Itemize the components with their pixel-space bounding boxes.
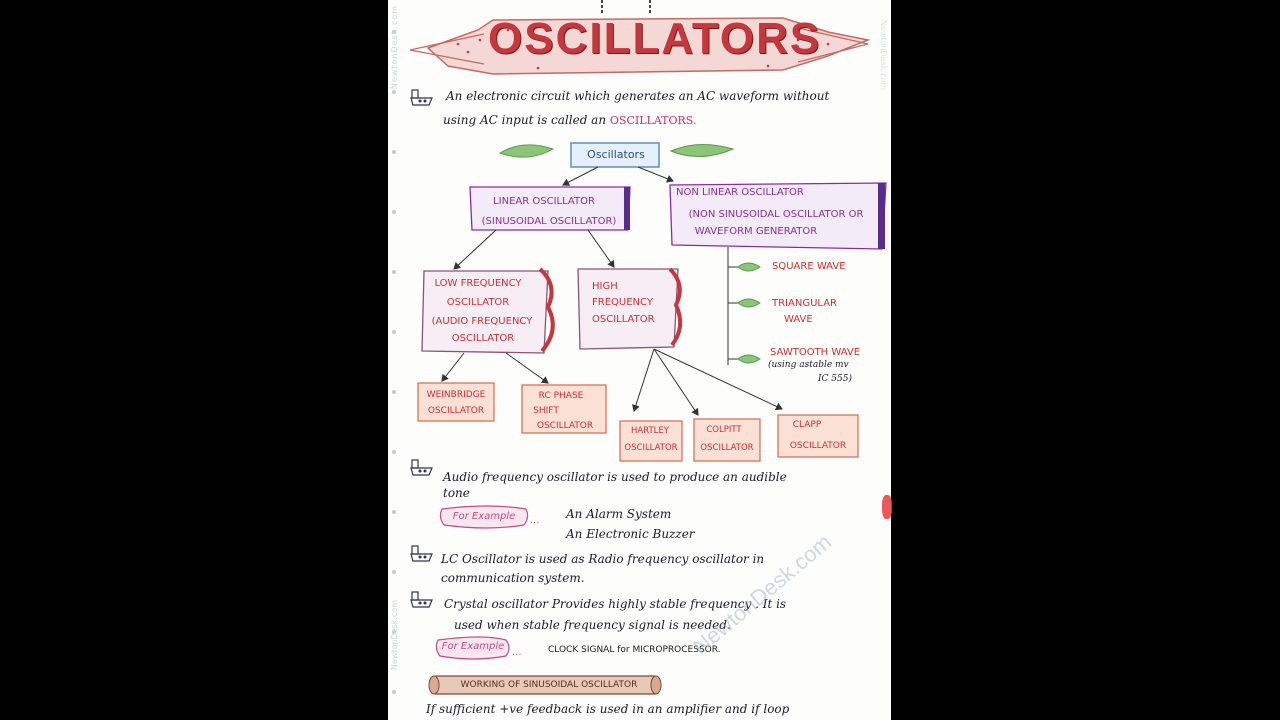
weinbridge-label-2: OSCILLATOR (427, 406, 485, 416)
linear-oscillator-sub: (SINUSOIDAL OSCILLATOR) (481, 216, 617, 227)
colpitt-label-2: OSCILLATOR (700, 443, 754, 453)
square-wave-label: SQUARE WAVE (772, 261, 846, 272)
rc-phase-label-1: RC PHASE (538, 391, 584, 401)
hartley-label-1: HARTLEY (631, 426, 669, 436)
binding-hole (392, 630, 396, 634)
intro-line-2-text: using AC input is called an (443, 113, 607, 127)
note-3-line-1: Crystal oscillator Provides highly stabl… (444, 597, 787, 611)
note-3-line-2: used when stable frequency signal is nee… (454, 618, 731, 632)
ship-icon (410, 459, 433, 476)
binding-hole (392, 450, 396, 454)
title-banner (409, 0, 871, 75)
side-watermark-right: NewtonDesk.com (879, 20, 888, 91)
binding-hole (392, 510, 396, 514)
nonlinear-oscillator-label: NON LINEAR OSCILLATOR (676, 187, 804, 198)
note-1-line-1: Audio frequency oscillator is used to pr… (443, 470, 787, 484)
ship-icon (410, 591, 433, 608)
binding-hole (392, 210, 396, 214)
hartley-label-2: OSCILLATOR (624, 443, 678, 453)
notes-page: NewtonDesk.com NewtonDesk.com NewtonDesk… (388, 0, 891, 720)
example-2-text: CLOCK SIGNAL for MICROPROCESSOR. (548, 645, 721, 655)
binding-hole (392, 30, 396, 34)
svg-text:...: ... (530, 515, 540, 526)
rc-phase-label-3: OSCILLATOR (536, 421, 594, 431)
binding-hole (392, 690, 396, 694)
svg-text:...: ... (512, 647, 522, 658)
sawtooth-wave-label: SAWTOOTH WAVE (770, 347, 861, 358)
example-2-label: For Example (441, 641, 505, 652)
high-freq-line-1: HIGH (592, 281, 618, 292)
intro-highlight: OSCILLATORS. (609, 114, 697, 127)
rc-phase-label-2: SHIFT (533, 406, 559, 416)
note-1-line-2: tone (443, 486, 470, 500)
note-2-line-1: LC Oscillator is used as Radio frequency… (441, 552, 765, 566)
ship-icon (410, 89, 433, 106)
nonlinear-oscillator-sub1: (NON SINUSOIDAL OSCILLATOR OR (688, 209, 864, 220)
intro-line-1: An electronic circuit which generates an… (446, 89, 830, 103)
example-bubble: ... (435, 636, 522, 660)
high-freq-line-3: OSCILLATOR (592, 314, 655, 325)
working-scroll-banner (428, 675, 662, 695)
triangular-wave-label-2: WAVE (784, 314, 813, 325)
oscillator-diagram (417, 142, 887, 462)
red-edge-mark (882, 495, 892, 519)
example-1-item-1: An Alarm System (566, 507, 672, 521)
high-freq-line-2: FREQUENCY (592, 297, 653, 308)
colpitt-label-1: COLPITT (706, 425, 742, 435)
binding-hole (392, 90, 396, 94)
binding-hole (392, 330, 396, 334)
binding-hole (392, 270, 396, 274)
low-freq-line-3: (AUDIO FREQUENCY (431, 316, 533, 327)
example-bubble: ... (439, 505, 540, 529)
example-1-item-2: An Electronic Buzzer (566, 527, 695, 541)
page-title: OSCILLATORS (488, 14, 822, 63)
working-line: If sufficient +ve feedback is used in an… (426, 702, 790, 716)
root-node: Oscillators (587, 148, 645, 161)
binding-hole (392, 390, 396, 394)
intro-line-2: using AC input is called an OSCILLATORS. (443, 113, 696, 127)
side-watermark-bottom: NewtonDesk.com (390, 600, 399, 671)
sawtooth-note-2: IC 555) (818, 374, 852, 384)
triangular-wave-label-1: TRIANGULAR (772, 298, 837, 309)
low-freq-line-1: LOW FREQUENCY (434, 278, 522, 289)
weinbridge-label-1: WEINBRIDGE (426, 390, 486, 400)
binding-hole (392, 150, 396, 154)
sawtooth-note-1: (using astable mv (768, 360, 849, 370)
working-banner-text: WORKING OF SINUSOIDAL OSCILLATOR (460, 680, 638, 690)
example-1-label: For Example (452, 511, 516, 522)
ship-icon (410, 545, 433, 562)
binding-hole (392, 570, 396, 574)
diagonal-watermark: NewtonDesk.com (688, 529, 837, 660)
linear-oscillator-label: LINEAR OSCILLATOR (493, 196, 595, 207)
low-freq-line-2: OSCILLATOR (446, 297, 510, 308)
low-freq-line-4: OSCILLATOR (451, 333, 515, 344)
note-2-line-2: communication system. (441, 571, 585, 585)
clapp-label-2: OSCILLATOR (789, 441, 847, 451)
nonlinear-oscillator-sub2: WAVEFORM GENERATOR (694, 226, 818, 237)
clapp-label-1: CLAPP (792, 420, 822, 430)
